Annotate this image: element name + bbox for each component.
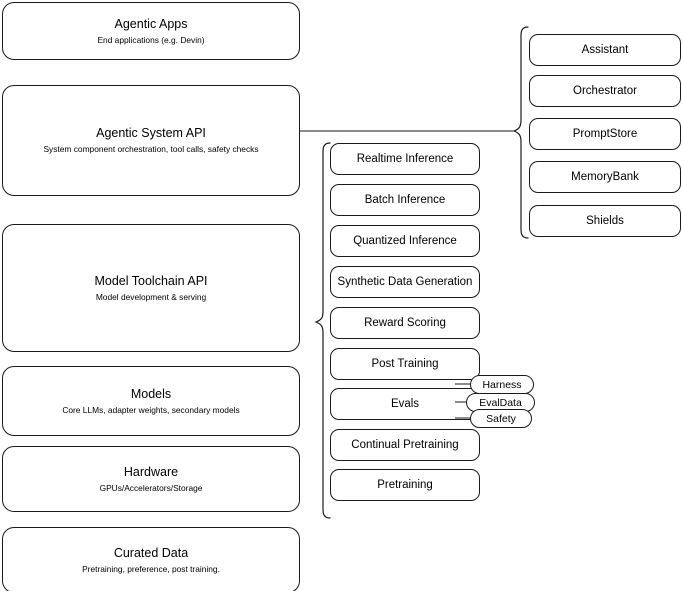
eval-pill-harness[interactable]: Harness bbox=[470, 375, 534, 394]
agentic-component-label: Orchestrator bbox=[573, 85, 637, 97]
toolchain-item-quantized-inference[interactable]: Quantized Inference bbox=[330, 225, 480, 257]
layer-subtitle: Model development & serving bbox=[95, 291, 207, 302]
eval-pill-label: Safety bbox=[486, 412, 516, 425]
toolchain-item-label: Post Training bbox=[371, 358, 439, 370]
layer-box-model-toolchain-api[interactable]: Model Toolchain API Model development & … bbox=[2, 224, 300, 352]
layer-title: Hardware bbox=[123, 464, 179, 479]
agentic-component-label: PromptStore bbox=[572, 128, 638, 140]
agentic-component-label: Shields bbox=[586, 215, 624, 227]
eval-pill-label: EvalData bbox=[479, 396, 522, 409]
layer-subtitle: GPUs/Accelerators/Storage bbox=[99, 482, 203, 493]
brace-agentic-components bbox=[512, 26, 529, 239]
eval-pill-safety[interactable]: Safety bbox=[470, 409, 532, 428]
agentic-component-label: Assistant bbox=[581, 44, 629, 56]
layer-subtitle: End applications (e.g. Devin) bbox=[97, 34, 205, 45]
toolchain-item-evals[interactable]: Evals bbox=[330, 388, 480, 420]
layer-title: Agentic System API bbox=[96, 126, 206, 140]
layer-box-agentic-system-api[interactable]: Agentic System API System component orch… bbox=[2, 85, 300, 196]
layer-title: Models bbox=[130, 386, 172, 401]
layer-title: Curated Data bbox=[113, 545, 189, 560]
layer-box-models[interactable]: Models Core LLMs, adapter weights, secon… bbox=[2, 366, 300, 436]
agentic-component-promptstore[interactable]: PromptStore bbox=[529, 118, 681, 150]
eval-pill-label: Harness bbox=[482, 378, 522, 391]
toolchain-item-synthetic-data-generation[interactable]: Synthetic Data Generation bbox=[330, 266, 480, 298]
toolchain-item-label: Realtime Inference bbox=[356, 153, 454, 165]
toolchain-item-pretraining[interactable]: Pretraining bbox=[330, 469, 480, 501]
layer-subtitle: Core LLMs, adapter weights, secondary mo… bbox=[62, 404, 240, 415]
layer-title: Agentic Apps bbox=[114, 16, 188, 31]
toolchain-item-label: Reward Scoring bbox=[364, 317, 446, 329]
layer-box-hardware[interactable]: Hardware GPUs/Accelerators/Storage bbox=[2, 446, 300, 512]
agentic-component-orchestrator[interactable]: Orchestrator bbox=[529, 75, 681, 107]
toolchain-item-realtime-inference[interactable]: Realtime Inference bbox=[330, 143, 480, 175]
layer-box-agentic-apps[interactable]: Agentic Apps End applications (e.g. Devi… bbox=[2, 2, 300, 60]
toolchain-item-label: Quantized Inference bbox=[353, 235, 457, 247]
layer-box-curated-data[interactable]: Curated Data Pretraining, preference, po… bbox=[2, 527, 300, 591]
toolchain-item-reward-scoring[interactable]: Reward Scoring bbox=[330, 307, 480, 339]
toolchain-item-label: Pretraining bbox=[377, 479, 433, 491]
toolchain-item-label: Evals bbox=[390, 398, 420, 410]
toolchain-item-label: Batch Inference bbox=[364, 194, 446, 206]
layer-subtitle: System component orchestration, tool cal… bbox=[43, 144, 259, 154]
layer-title: Model Toolchain API bbox=[94, 273, 208, 288]
toolchain-item-continual-pretraining[interactable]: Continual Pretraining bbox=[330, 429, 480, 461]
agentic-component-label: MemoryBank bbox=[571, 171, 639, 183]
agentic-component-assistant[interactable]: Assistant bbox=[529, 34, 681, 66]
toolchain-item-label: Continual Pretraining bbox=[351, 439, 459, 451]
layer-subtitle: Pretraining, preference, post training. bbox=[82, 563, 220, 574]
toolchain-item-label: Synthetic Data Generation bbox=[337, 276, 473, 288]
agentic-component-memorybank[interactable]: MemoryBank bbox=[529, 161, 681, 193]
toolchain-item-batch-inference[interactable]: Batch Inference bbox=[330, 184, 480, 216]
toolchain-item-post-training[interactable]: Post Training bbox=[330, 348, 480, 380]
agentic-component-shields[interactable]: Shields bbox=[529, 205, 681, 237]
brace-toolchain-components bbox=[314, 142, 331, 519]
